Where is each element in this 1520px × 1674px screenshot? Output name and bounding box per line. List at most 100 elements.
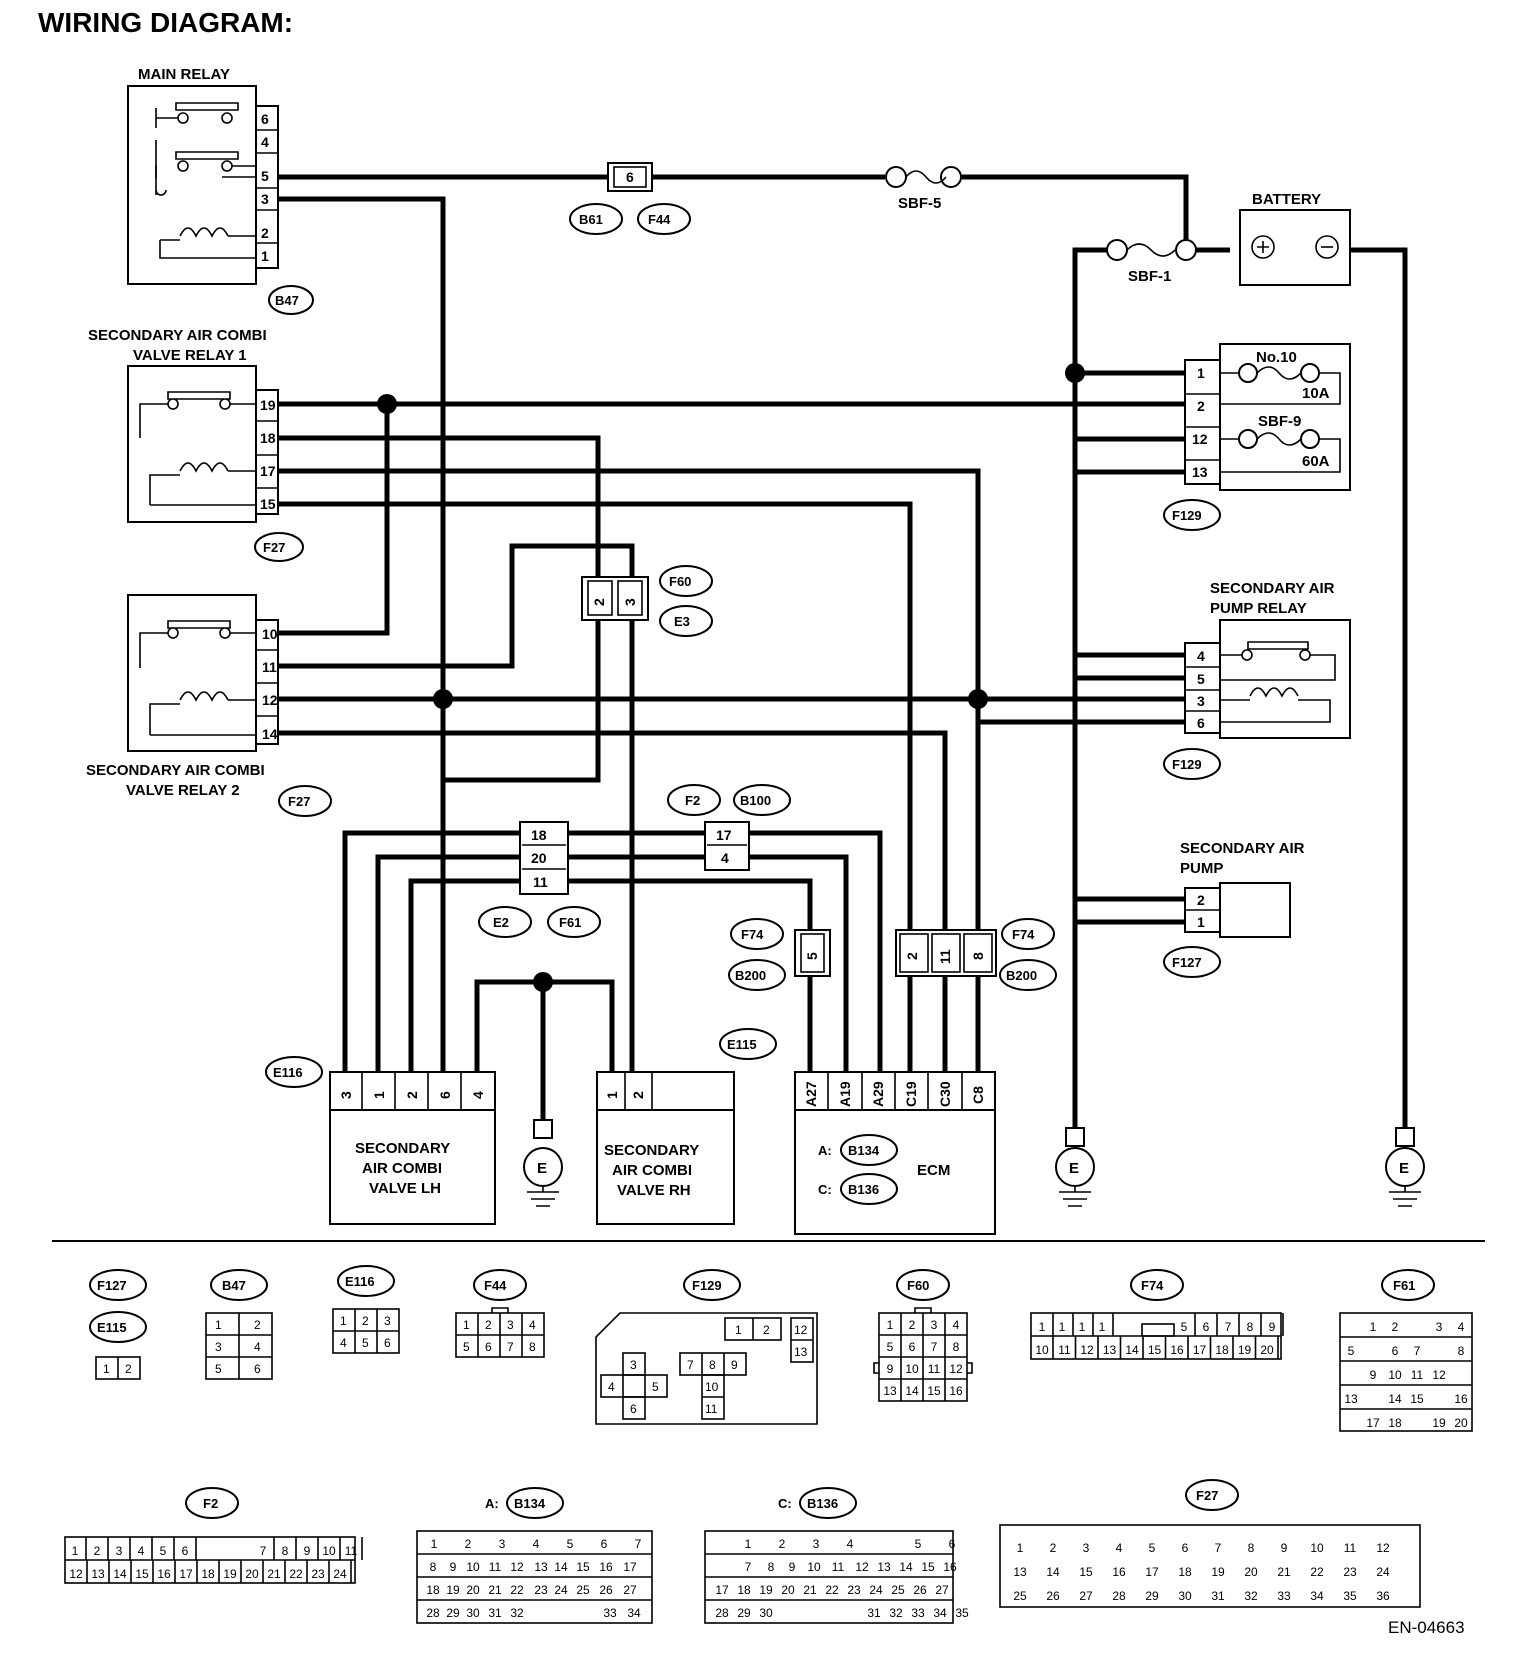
e2-pin-18: 18: [531, 827, 547, 843]
f74-legend-pin: 5: [1181, 1320, 1188, 1334]
f74-legend-pin: 1: [1079, 1320, 1086, 1334]
f2-legend-pin: 9: [304, 1544, 311, 1558]
secondary-air-pump: SECONDARY AIR PUMP 2 1 F127: [1163, 840, 1305, 978]
fuse-box-pin-2: 2: [1197, 398, 1205, 414]
b136-legend-pin: 3: [813, 1537, 820, 1551]
b136-legend-pin: 23: [847, 1583, 861, 1597]
svg-text:F60: F60: [907, 1278, 929, 1293]
svg-text:F44: F44: [484, 1278, 507, 1293]
b136-legend-pin: 10: [807, 1560, 821, 1574]
b134-legend-pin: 18: [426, 1583, 440, 1597]
f27-legend-pin: 12: [1376, 1541, 1390, 1555]
b134-legend-pin: 4: [533, 1537, 540, 1551]
f27-legend-pin: 28: [1112, 1589, 1126, 1603]
f2-legend-pin: 8: [282, 1544, 289, 1558]
pump-relay-pin-5: 5: [1197, 671, 1205, 687]
svg-text:F61: F61: [1393, 1278, 1415, 1293]
ground-2: E: [1055, 1127, 1095, 1207]
f74-pin-5: 5: [804, 952, 820, 960]
valve-rh-label-1: SECONDARY: [604, 1142, 699, 1159]
b134-legend-pin: 12: [510, 1560, 524, 1574]
f74-right-label: F74: [1012, 927, 1035, 942]
b61-inline-connector: 6 B61 F44: [569, 162, 691, 235]
f27-legend-pin: 8: [1248, 1541, 1255, 1555]
b136-legend-pin: 21: [803, 1583, 817, 1597]
b134-legend-pin: 31: [488, 1606, 502, 1620]
f2-inline-connector: 17 4 F2 B100: [667, 784, 791, 871]
relay2-pin-10: 10: [262, 626, 278, 642]
pump-relay-connector: F129: [1172, 757, 1202, 772]
f2-legend-pin: 16: [157, 1567, 171, 1581]
pump-label-2: PUMP: [1180, 860, 1223, 877]
svg-text:4: 4: [529, 1318, 536, 1332]
b134-legend-pin: 22: [510, 1583, 524, 1597]
f61-legend-pin: 4: [1458, 1320, 1465, 1334]
f60-pin-3: 3: [622, 598, 638, 606]
svg-text:2: 2: [254, 1318, 261, 1332]
main-relay-pin-4: 4: [261, 134, 269, 150]
f2-legend-pin: 3: [116, 1544, 123, 1558]
f60-pin-2: 2: [591, 598, 607, 606]
b136-legend-pin: 13: [877, 1560, 891, 1574]
svg-text:13: 13: [794, 1345, 808, 1359]
b134-legend-pin: 3: [499, 1537, 506, 1551]
e2-pin-20: 20: [531, 850, 547, 866]
f61-legend-pin: 1: [1370, 1320, 1377, 1334]
f60-legend-pin: 11: [928, 1362, 941, 1376]
fuse-sbf9-label: SBF-9: [1258, 413, 1301, 430]
f60-legend-pin: 8: [953, 1340, 960, 1354]
f60-legend-pin: 13: [883, 1384, 897, 1398]
f60-legend-pin: 2: [909, 1318, 916, 1332]
b136-legend-pin: 16: [943, 1560, 957, 1574]
f27-legend-pin: 25: [1013, 1589, 1027, 1603]
svg-text:E115: E115: [97, 1320, 127, 1335]
svg-text:8: 8: [709, 1358, 716, 1372]
valve-rh-pin-2: 2: [630, 1091, 646, 1099]
f27-legend-pin: 21: [1277, 1565, 1291, 1579]
valve-rh-pin-1: 1: [604, 1091, 620, 1099]
b136-legend-pin: 1: [745, 1537, 752, 1551]
f61-legend-pin: 9: [1370, 1368, 1377, 1382]
f60-legend-pin: 3: [931, 1318, 938, 1332]
f2-pin-4: 4: [721, 850, 729, 866]
f61-legend-pin: 8: [1458, 1344, 1465, 1358]
b136-legend-pin: 11: [832, 1560, 845, 1574]
f60-legend-pin: 5: [887, 1340, 894, 1354]
sbf5-label: SBF-5: [898, 195, 941, 212]
f2-legend-pin: 14: [113, 1567, 127, 1581]
f61-legend-pin: 10: [1388, 1368, 1402, 1382]
f27-legend-pin: 27: [1079, 1589, 1093, 1603]
sbf1-fuse: SBF-1: [1106, 239, 1197, 285]
f60-legend-pin: 7: [931, 1340, 938, 1354]
e3-label: E3: [674, 614, 690, 629]
legend-b134: A: B134: [416, 1487, 653, 1624]
f61-legend-pin: 19: [1432, 1416, 1446, 1430]
f2-legend-pin: 23: [311, 1567, 325, 1581]
f74-legend-pin: 19: [1238, 1343, 1252, 1357]
relay2-pin-14: 14: [262, 726, 278, 742]
fuse-no10-rating: 10A: [1302, 385, 1330, 402]
b136-legend-pin: 15: [921, 1560, 935, 1574]
e2-pin-11: 11: [533, 874, 548, 890]
svg-text:1: 1: [340, 1314, 347, 1328]
svg-text:2: 2: [125, 1362, 132, 1376]
legend-b47: B47 1 2 3 4 5 6: [205, 1269, 273, 1380]
svg-text:F127: F127: [97, 1278, 127, 1293]
b136-legend-pin: 8: [768, 1560, 775, 1574]
f74-pin-8: 8: [970, 952, 986, 960]
valve-lh-connector: E116: [273, 1065, 303, 1080]
b136-legend-pin: 30: [759, 1606, 773, 1620]
f27-legend-pin: 16: [1112, 1565, 1126, 1579]
f27-legend-pin: 17: [1145, 1565, 1159, 1579]
b136-legend-pin: 24: [869, 1583, 883, 1597]
b136-legend-pin: 18: [737, 1583, 751, 1597]
f44-label: F44: [648, 212, 671, 227]
svg-text:4: 4: [254, 1340, 261, 1354]
f74-legend-pin: 16: [1170, 1343, 1184, 1357]
f27-legend-pin: 4: [1116, 1541, 1123, 1555]
b134-legend-pin: 32: [510, 1606, 524, 1620]
secondary-air-combi-valve-relay-1: SECONDARY AIR COMBI VALVE RELAY 1 19 18 …: [88, 327, 304, 562]
b136-legend-pin: 35: [955, 1606, 969, 1620]
valve-lh-pin-2: 2: [404, 1091, 420, 1099]
